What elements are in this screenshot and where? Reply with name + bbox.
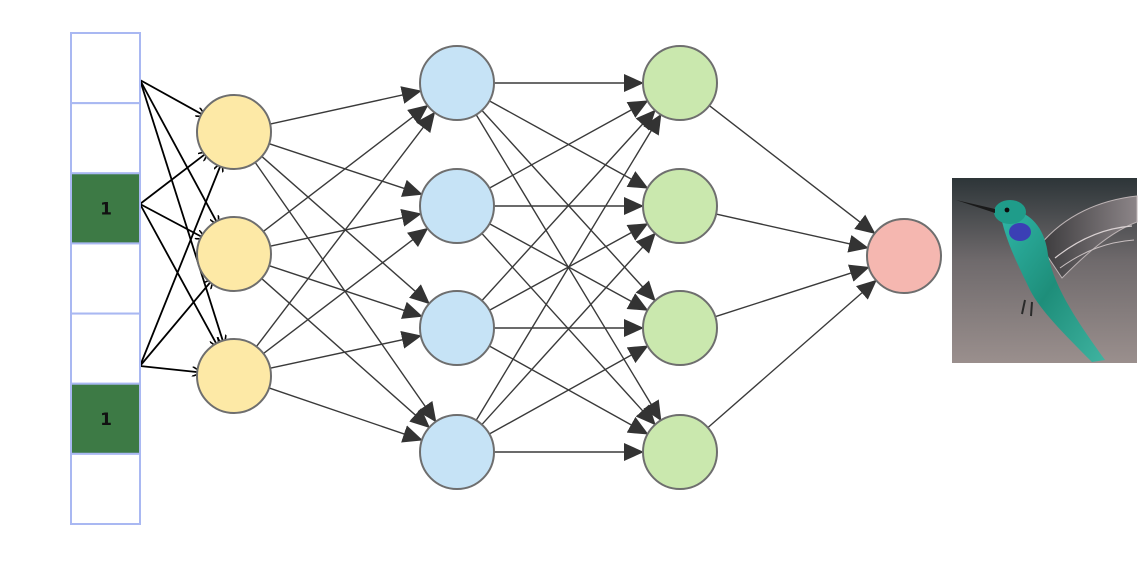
- hummingbird-image: [952, 178, 1137, 363]
- layer-edge: [255, 162, 436, 421]
- input-cell: [71, 243, 140, 313]
- input-cell: [71, 454, 140, 524]
- embedding-node: [197, 95, 271, 169]
- hidden-1-node: [420, 169, 494, 243]
- input-cell: [71, 103, 140, 173]
- hidden-2-node: [643, 291, 717, 365]
- input-cell-value: 1: [100, 199, 112, 219]
- layer-edge: [263, 106, 427, 232]
- embedding-node: [197, 339, 271, 413]
- layer-edge: [270, 91, 421, 124]
- hidden-1-node: [420, 415, 494, 489]
- hidden-1-node: [420, 291, 494, 365]
- hidden-1-node: [420, 46, 494, 120]
- layer-edge: [709, 106, 874, 234]
- embedding-node: [197, 217, 271, 291]
- input-cell: [71, 314, 140, 384]
- input-vector: 11: [71, 33, 140, 524]
- output-node: [867, 219, 941, 293]
- layer-edge: [716, 214, 868, 248]
- layer-edge: [270, 336, 421, 368]
- layer-edge: [708, 280, 876, 427]
- input-edge: [140, 279, 213, 366]
- layer-edge: [263, 228, 427, 353]
- hidden-2-node: [643, 46, 717, 120]
- layer-edge: [269, 388, 422, 440]
- hidden-2-node: [643, 169, 717, 243]
- input-edge: [140, 152, 208, 204]
- input-edge: [140, 366, 201, 373]
- layer-edge: [715, 267, 869, 316]
- input-cell-value: 1: [100, 410, 112, 430]
- layer-edge: [262, 279, 430, 428]
- input-cell: [71, 33, 140, 103]
- hidden-2-node: [643, 415, 717, 489]
